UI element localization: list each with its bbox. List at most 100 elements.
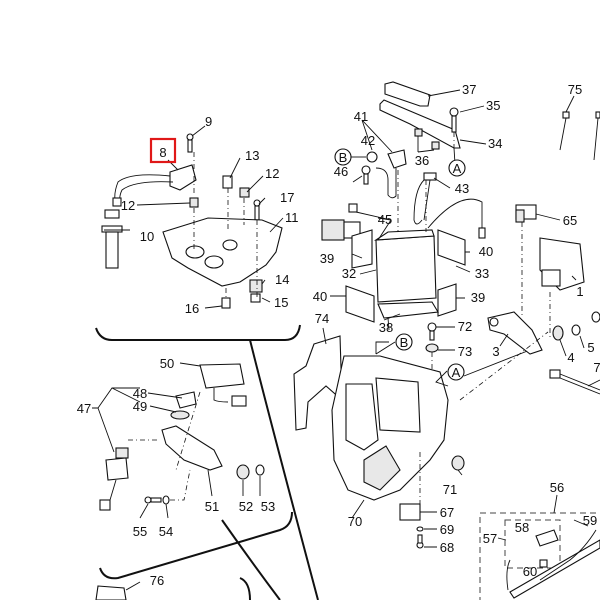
cable-7[interactable] [549,369,600,395]
screw-55[interactable] [144,496,162,504]
label-part-36[interactable]: 36 [415,153,429,168]
cable-tie-75[interactable] [559,111,600,161]
label-part-60[interactable]: 60 [523,564,537,579]
label-part-39b[interactable]: 39 [471,290,485,305]
spark-plug-cap[interactable] [101,209,123,269]
label-part-49[interactable]: 49 [133,399,147,414]
battery-band-34[interactable] [379,99,461,149]
label-part-8[interactable]: 8 [159,145,166,160]
battery-box-70[interactable] [331,355,449,501]
label-part-12a[interactable]: 12 [121,198,135,213]
label-part-43[interactable]: 43 [455,181,469,196]
collar-53[interactable] [255,464,265,476]
ecu-1[interactable] [539,237,585,291]
bolt-1[interactable] [591,311,600,323]
label-part-47[interactable]: 47 [77,401,91,416]
screw-9[interactable] [186,133,194,153]
label-part-53[interactable]: 53 [261,499,275,514]
pad-40a[interactable] [437,229,466,266]
label-part-40a[interactable]: 40 [479,244,493,259]
collar-5[interactable] [571,324,581,336]
battery-32[interactable] [373,229,437,303]
label-part-12b[interactable]: 12 [265,166,279,181]
bracket-51[interactable] [161,425,223,471]
label-part-32[interactable]: 32 [342,266,356,281]
label-part-34[interactable]: 34 [488,136,502,151]
label-part-16[interactable]: 16 [185,301,199,316]
relay-65[interactable] [515,204,537,223]
label-part-70[interactable]: 70 [348,514,362,529]
label-part-58[interactable]: 58 [515,520,529,535]
terminal-cover-41[interactable] [387,149,407,169]
pad-39b[interactable] [437,283,457,317]
damper-4[interactable] [552,325,564,341]
bolt-42[interactable] [366,151,378,163]
label-part-1[interactable]: 1 [576,284,583,299]
label-part-46[interactable]: 46 [334,164,348,179]
relay-67[interactable] [399,503,421,521]
label-part-50[interactable]: 50 [160,356,174,371]
damper-14[interactable] [249,279,263,293]
label-part-56[interactable]: 56 [550,480,564,495]
bracket-11[interactable] [162,217,283,287]
washer-73[interactable] [425,343,439,353]
harness-59[interactable] [506,529,600,599]
label-part-68[interactable]: 68 [440,540,454,555]
pad-40b[interactable] [345,285,375,323]
cable-41[interactable] [375,167,397,199]
label-part-51[interactable]: 51 [205,499,219,514]
nut-36b[interactable] [431,141,440,150]
label-part-57[interactable]: 57 [483,531,497,546]
label-part-54[interactable]: 54 [159,524,173,539]
label-part-55[interactable]: 55 [133,524,147,539]
fuse-60[interactable] [539,559,548,568]
label-part-35[interactable]: 35 [486,98,500,113]
label-part-42[interactable]: 42 [361,133,375,148]
label-part-13[interactable]: 13 [245,148,259,163]
highlight-box-part-8[interactable] [149,137,177,164]
label-part-48[interactable]: 48 [133,386,147,401]
nut-49[interactable] [170,410,190,420]
bolt-15[interactable] [250,293,261,303]
label-part-72[interactable]: 72 [458,319,472,334]
bolt-16[interactable] [221,297,231,309]
label-part-33[interactable]: 33 [475,266,489,281]
damper-52[interactable] [236,464,250,480]
label-part-15[interactable]: 15 [274,295,288,310]
ignition-coil[interactable] [112,164,197,207]
label-part-52[interactable]: 52 [239,499,253,514]
main-switch-47[interactable] [99,447,129,511]
fuse-58[interactable] [535,529,559,547]
label-part-14[interactable]: 14 [275,272,289,287]
label-part-65[interactable]: 65 [563,213,577,228]
bolt-72[interactable] [427,322,437,341]
grommet-12a[interactable] [189,197,199,208]
switch-48[interactable] [175,391,197,409]
label-part-73[interactable]: 73 [458,344,472,359]
label-part-39a[interactable]: 39 [320,251,334,266]
damper-71[interactable] [451,455,465,471]
label-part-59[interactable]: 59 [583,513,597,528]
bolt-46[interactable] [361,165,371,185]
label-part-17[interactable]: 17 [280,190,294,205]
bracket-13[interactable] [222,175,233,189]
label-part-11[interactable]: 11 [285,210,299,225]
relay-45[interactable] [321,203,361,241]
label-part-75[interactable]: 75 [568,82,582,97]
label-part-5[interactable]: 5 [587,340,594,355]
label-part-45[interactable]: 45 [378,212,392,227]
label-part-76[interactable]: 76 [150,573,164,588]
label-part-67[interactable]: 67 [440,505,454,520]
pad-39a[interactable] [351,229,373,269]
nut-36a[interactable] [414,128,423,137]
label-part-9[interactable]: 9 [205,114,212,129]
label-part-37[interactable]: 37 [462,82,476,97]
label-part-4[interactable]: 4 [567,350,574,365]
label-part-40b[interactable]: 40 [313,289,327,304]
label-part-3[interactable]: 3 [492,344,499,359]
pad-38[interactable] [377,301,439,319]
grommet-12b[interactable] [239,187,250,198]
label-part-38[interactable]: 38 [379,320,393,335]
label-part-7[interactable]: 7 [593,360,600,375]
part-76[interactable] [95,585,127,600]
